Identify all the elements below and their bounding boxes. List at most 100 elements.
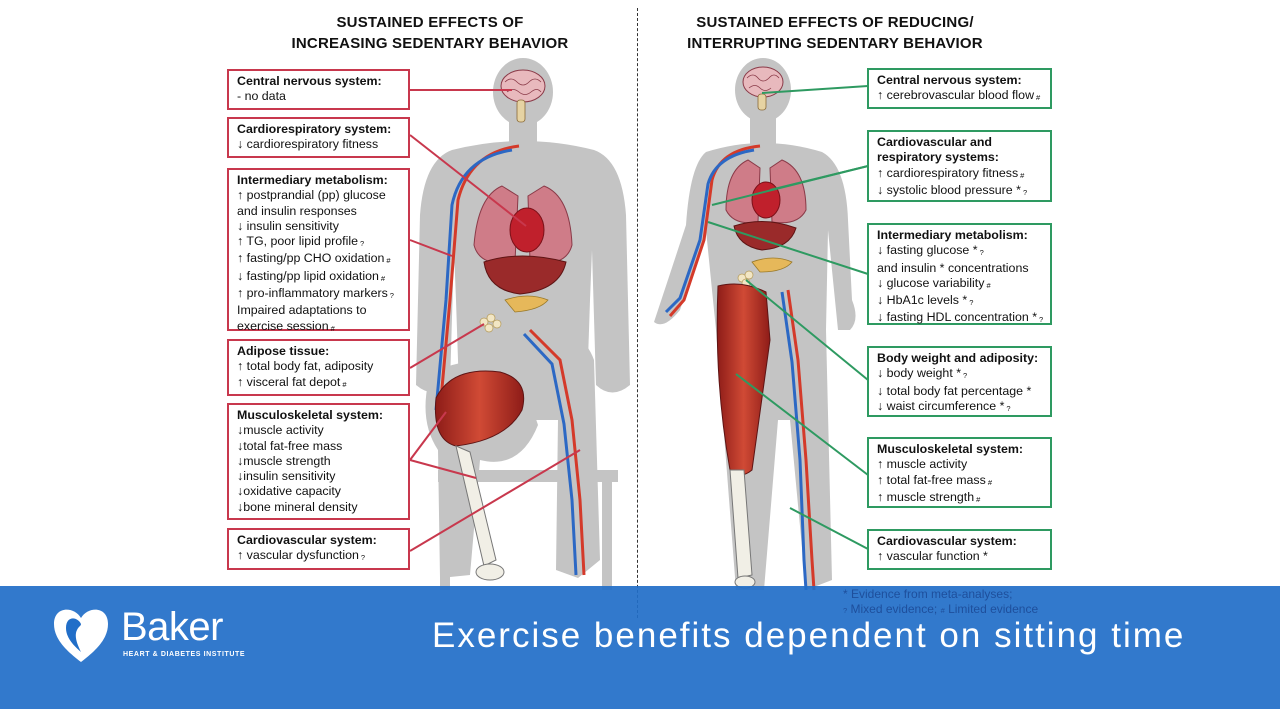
box-line: ↓ insulin sensitivity xyxy=(237,218,339,233)
limited-evidence-mark: # xyxy=(380,273,386,283)
left-vessels xyxy=(434,144,586,576)
box-line: ↓total fat-free mass xyxy=(237,438,343,453)
left-box-cardiorespiratory: Cardiorespiratory system: ↓ cardiorespir… xyxy=(227,117,410,158)
box-heading: Cardiovascular and xyxy=(877,135,993,149)
box-line: - no data xyxy=(237,89,286,104)
left-box-cardiovascular: Cardiovascular system: ↑ vascular dysfun… xyxy=(227,528,410,570)
box-line: ↑ vascular function * xyxy=(877,549,988,564)
right-box-body-weight-adiposity: Body weight and adiposity: ↓ body weight… xyxy=(867,346,1052,417)
right-panel-title: SUSTAINED EFFECTS OF REDUCING/ INTERRUPT… xyxy=(655,12,1015,54)
box-line: ↑ vascular dysfunction? xyxy=(237,548,366,563)
box-line: ↓ body weight *? xyxy=(877,366,968,381)
box-heading: Body weight and adiposity: xyxy=(877,351,1039,365)
legend-line-2: ? Mixed evidence; # Limited evidence xyxy=(843,602,1039,616)
box-line: ↓muscle strength xyxy=(237,453,331,468)
box-heading-line-2: respiratory systems: xyxy=(877,150,999,165)
box-line: ↑ postprandial (pp) glucose xyxy=(237,188,386,203)
left-box-musculoskeletal: Musculoskeletal system: ↓muscle activity… xyxy=(227,403,410,520)
box-line: ↑ TG, poor lipid profile? xyxy=(237,234,365,249)
left-box-intermediary-metabolism: Intermediary metabolism: ↑ postprandial … xyxy=(227,168,410,333)
box-line: Impaired adaptations to xyxy=(237,303,367,318)
limited-evidence-mark: # xyxy=(342,379,347,389)
right-leg-bones xyxy=(729,469,756,589)
seated-figure xyxy=(416,58,630,590)
box-heading: Cardiovascular system: xyxy=(877,534,1017,548)
left-title-line-1: SUSTAINED EFFECTS OF xyxy=(336,14,524,31)
mixed-evidence-mark: ? xyxy=(1022,187,1028,197)
box-line: and insulin * concentrations xyxy=(877,260,1029,275)
box-line: ↓ HbA1c levels *? xyxy=(877,293,974,308)
box-line: ↓ systolic blood pressure *? xyxy=(877,182,1028,197)
box-line: ↑ fasting/pp CHO oxidation# xyxy=(237,251,391,266)
box-line: ↑ cerebrovascular blood flow# xyxy=(877,88,1041,103)
mixed-evidence-mark: ? xyxy=(389,291,394,301)
left-connectors xyxy=(409,89,581,552)
mixed-evidence-mark: ? xyxy=(359,239,365,249)
left-brain xyxy=(500,69,546,123)
box-heading: Intermediary metabolism: xyxy=(237,173,388,187)
left-lungs-heart xyxy=(473,185,573,333)
right-title-line-1: SUSTAINED EFFECTS OF REDUCING/ xyxy=(696,14,974,31)
limited-evidence-mark: # xyxy=(986,280,991,290)
limited-evidence-mark: # xyxy=(987,477,992,487)
right-connectors xyxy=(707,85,869,550)
heart-logo-icon xyxy=(54,609,108,662)
box-line: ↑ cardiorespiratory fitness# xyxy=(877,165,1025,180)
right-brain xyxy=(742,66,784,111)
box-heading: Musculoskeletal system: xyxy=(237,408,383,422)
right-box-cardiovascular-respiratory: Cardiovascular and respiratory systems: … xyxy=(867,130,1052,202)
brand-name: Baker xyxy=(121,605,224,649)
box-line: ↑ total body fat, adiposity xyxy=(237,359,374,374)
left-box-adipose-tissue: Adipose tissue: ↑ total body fat, adipos… xyxy=(227,339,410,396)
box-heading: Adipose tissue: xyxy=(237,344,330,358)
box-line: ↓ fasting HDL concentration *? xyxy=(877,310,1044,325)
right-box-central-nervous-system: Central nervous system: ↑ cerebrovascula… xyxy=(867,68,1052,109)
box-heading: Central nervous system: xyxy=(877,73,1022,87)
banner-tagline: Exercise benefits dependent on sitting t… xyxy=(432,616,1186,655)
limited-evidence-mark: # xyxy=(940,606,945,615)
box-line: ↑ muscle strength# xyxy=(877,489,981,504)
right-box-cardiovascular: Cardiovascular system: ↑ vascular functi… xyxy=(867,529,1052,570)
left-box-central-nervous-system: Central nervous system: - no data xyxy=(227,69,410,110)
right-box-intermediary-metabolism: Intermediary metabolism: ↓ fasting gluco… xyxy=(867,223,1052,325)
right-lungs-heart xyxy=(725,159,807,288)
box-line: ↓ cardiorespiratory fitness xyxy=(237,137,379,152)
box-line: ↑ visceral fat depot# xyxy=(237,374,347,389)
standing-figure xyxy=(654,58,856,591)
limited-evidence-mark: # xyxy=(1036,93,1041,103)
box-heading: Intermediary metabolism: xyxy=(877,228,1028,242)
mixed-evidence-mark: ? xyxy=(360,553,366,563)
box-line: ↓insulin sensitivity xyxy=(237,469,336,484)
box-heading: Cardiorespiratory system: xyxy=(237,122,392,136)
box-heading: Musculoskeletal system: xyxy=(877,442,1023,456)
mixed-evidence-mark: ? xyxy=(1039,315,1044,325)
mixed-evidence-mark: ? xyxy=(1006,403,1011,413)
mixed-evidence-mark: ? xyxy=(963,371,968,381)
mixed-evidence-mark: ? xyxy=(979,248,984,258)
limited-evidence-mark: # xyxy=(330,323,335,333)
left-thigh-muscle xyxy=(434,370,525,447)
box-line: ↓ total body fat percentage * xyxy=(877,383,1032,398)
legend-line-1: * Evidence from meta-analyses; xyxy=(843,587,1013,601)
box-line: exercise session# xyxy=(237,318,335,333)
box-line: and insulin responses xyxy=(237,203,357,218)
right-box-musculoskeletal: Musculoskeletal system: ↑ muscle activit… xyxy=(867,437,1052,508)
mixed-evidence-mark: ? xyxy=(969,298,974,308)
box-line: ↓ waist circumference *? xyxy=(877,398,1011,413)
right-vessels xyxy=(664,144,816,591)
box-line: ↑ total fat-free mass# xyxy=(877,472,992,487)
left-title-line-2: INCREASING SEDENTARY BEHAVIOR xyxy=(291,35,569,52)
box-line: ↑ pro-inflammatory markers? xyxy=(237,286,394,301)
panel-divider xyxy=(637,8,638,618)
box-heading: Cardiovascular system: xyxy=(237,533,377,547)
box-line: ↓bone mineral density xyxy=(237,499,358,514)
box-line: ↓ fasting/pp lipid oxidation# xyxy=(237,268,386,283)
brand-subtitle: HEART & DIABETES INSTITUTE xyxy=(123,651,246,658)
limited-evidence-mark: # xyxy=(1020,170,1025,180)
box-line: ↓ glucose variability# xyxy=(877,275,991,290)
limited-evidence-mark: # xyxy=(976,494,981,504)
box-heading: Central nervous system: xyxy=(237,74,382,88)
box-line: ↓ fasting glucose *? xyxy=(877,243,984,258)
limited-evidence-mark: # xyxy=(386,256,391,266)
